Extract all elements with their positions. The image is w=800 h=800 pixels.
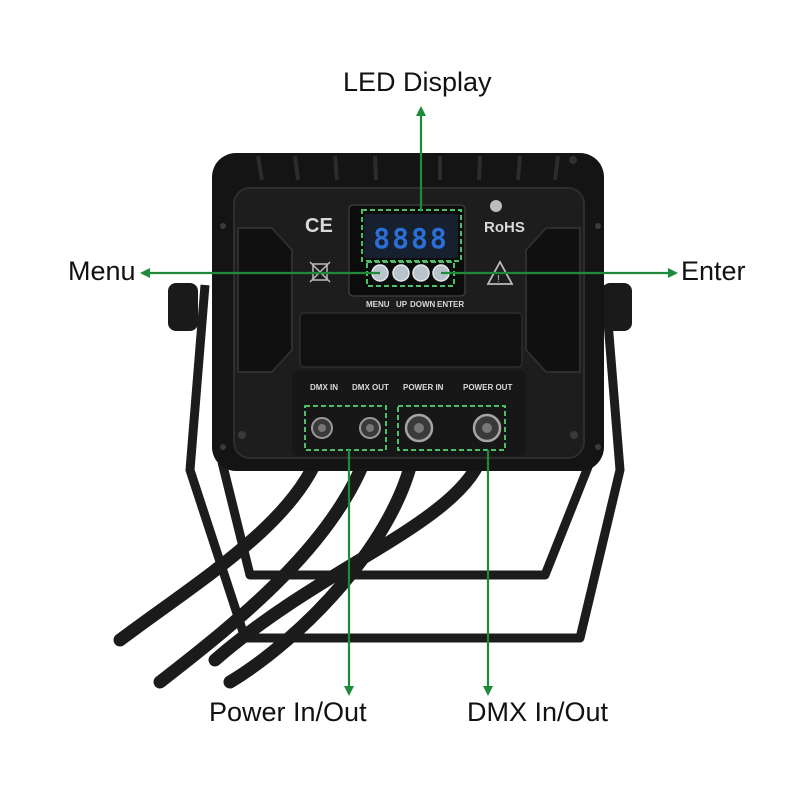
down-button[interactable] bbox=[412, 264, 430, 282]
callout-enter: Enter bbox=[681, 256, 746, 286]
callout-dmx-in-out: DMX In/Out bbox=[467, 697, 609, 727]
button-label-menu: MENU bbox=[366, 300, 390, 309]
callout-menu: Menu bbox=[68, 256, 136, 286]
led-display-digits: 8888 bbox=[373, 222, 448, 255]
right-knob bbox=[602, 283, 632, 331]
ce-mark: CE bbox=[305, 215, 333, 237]
button-label-down: DOWN bbox=[410, 300, 436, 309]
dmx-ports-highlight bbox=[304, 405, 387, 451]
button-label-up: UP bbox=[396, 300, 408, 309]
left-handle-recess bbox=[237, 227, 293, 373]
left-knob bbox=[168, 283, 198, 331]
connectors bbox=[311, 413, 502, 443]
control-module: 8888 MENU UP DOWN ENTER bbox=[348, 204, 466, 309]
cooling-fins bbox=[256, 155, 560, 181]
callout-power-in-out: Power In/Out bbox=[209, 697, 367, 727]
up-button[interactable] bbox=[392, 264, 410, 282]
port-label-dmx-out: DMX OUT bbox=[352, 383, 389, 392]
button-label-enter: ENTER bbox=[437, 300, 464, 309]
right-handle-recess bbox=[525, 227, 581, 373]
port-panel bbox=[292, 370, 526, 456]
rohs-mark: RoHS bbox=[484, 219, 525, 236]
cable-power-out bbox=[208, 438, 492, 667]
svg-text:!: ! bbox=[497, 274, 500, 285]
bracket-knobs bbox=[168, 283, 632, 331]
cables bbox=[113, 438, 492, 689]
led-display bbox=[364, 214, 458, 258]
callout-led-display: LED Display bbox=[343, 67, 492, 97]
fixture-body bbox=[212, 153, 604, 471]
rohs-vent-icon bbox=[490, 200, 502, 212]
cable-power-in bbox=[223, 438, 422, 689]
port-label-power-out: POWER OUT bbox=[463, 383, 512, 392]
port-label-dmx-in: DMX IN bbox=[310, 383, 338, 392]
mounting-bracket bbox=[185, 284, 625, 643]
label-plate bbox=[299, 312, 523, 368]
power-ports-highlight bbox=[397, 405, 506, 451]
port-label-power-in: POWER IN bbox=[403, 383, 444, 392]
led-display-highlight bbox=[361, 209, 462, 262]
